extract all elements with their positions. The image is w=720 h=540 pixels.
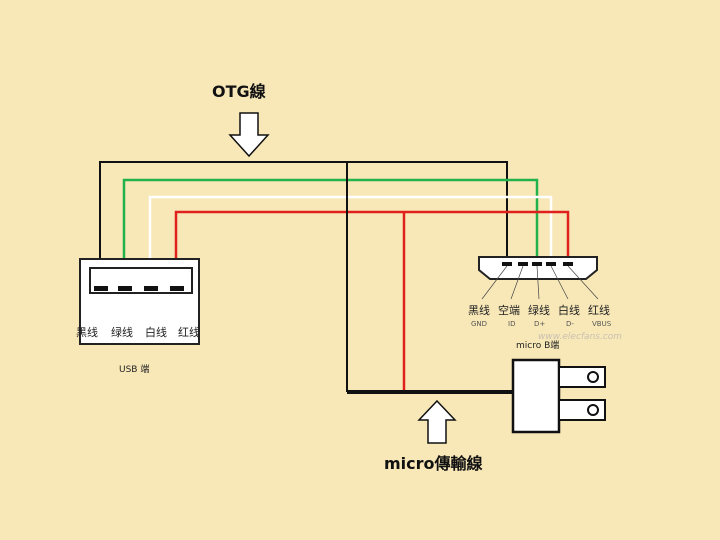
micro-b-pin-dminus (546, 262, 556, 266)
micro-pin-label-white: 白线 (558, 304, 580, 317)
micro-signal-dminus: D- (566, 320, 574, 328)
micro-b-caption: micro B端 (516, 341, 560, 351)
up-arrow-icon (417, 399, 457, 444)
micro-pin-label-green: 绿线 (528, 304, 550, 317)
leader-line (481, 265, 508, 300)
down-arrow-icon (228, 112, 270, 158)
usb-pin-label-red: 红线 (178, 326, 200, 339)
power-plug-icon (511, 358, 606, 434)
usb-pin-label-green: 绿线 (111, 326, 133, 339)
red-wire (174, 210, 570, 286)
white-wire (148, 195, 553, 286)
usb-a-pin-green (118, 286, 132, 291)
leader-line (510, 265, 524, 300)
micro-b-pin-vbus (563, 262, 573, 266)
micro-pin-label-red: 红线 (588, 304, 610, 317)
micro-b-pin-gnd (502, 262, 512, 266)
micro-signal-id: ID (508, 320, 516, 328)
micro-pin-label-black: 黑线 (468, 304, 490, 317)
usb-pin-label-black: 黑线 (76, 326, 98, 339)
usb-pin-label-white: 白线 (145, 326, 167, 339)
usb-a-pin-black (94, 286, 108, 291)
otg-title: OTG線 (212, 82, 266, 101)
micro-b-pin-dplus (532, 262, 542, 266)
leader-line (550, 265, 569, 300)
micro-signal-gnd: GND (471, 320, 488, 328)
micro-b-connector (478, 256, 598, 280)
green-wire (122, 178, 539, 286)
usb-a-pin-white (144, 286, 158, 291)
micro-pin-label-empty: 空端 (498, 304, 520, 317)
micro-b-pin-id (518, 262, 528, 266)
leader-line (567, 265, 599, 300)
usb-a-pin-red (170, 286, 184, 291)
micro-signal-vbus: VBUS (592, 320, 612, 328)
micro-signal-dplus: D+ (534, 320, 546, 328)
watermark: www.elecfans.com (538, 332, 623, 342)
usb-end-caption: USB 端 (119, 365, 150, 375)
leader-line (536, 265, 540, 300)
micro-cable-title: micro傳輸線 (384, 454, 483, 473)
